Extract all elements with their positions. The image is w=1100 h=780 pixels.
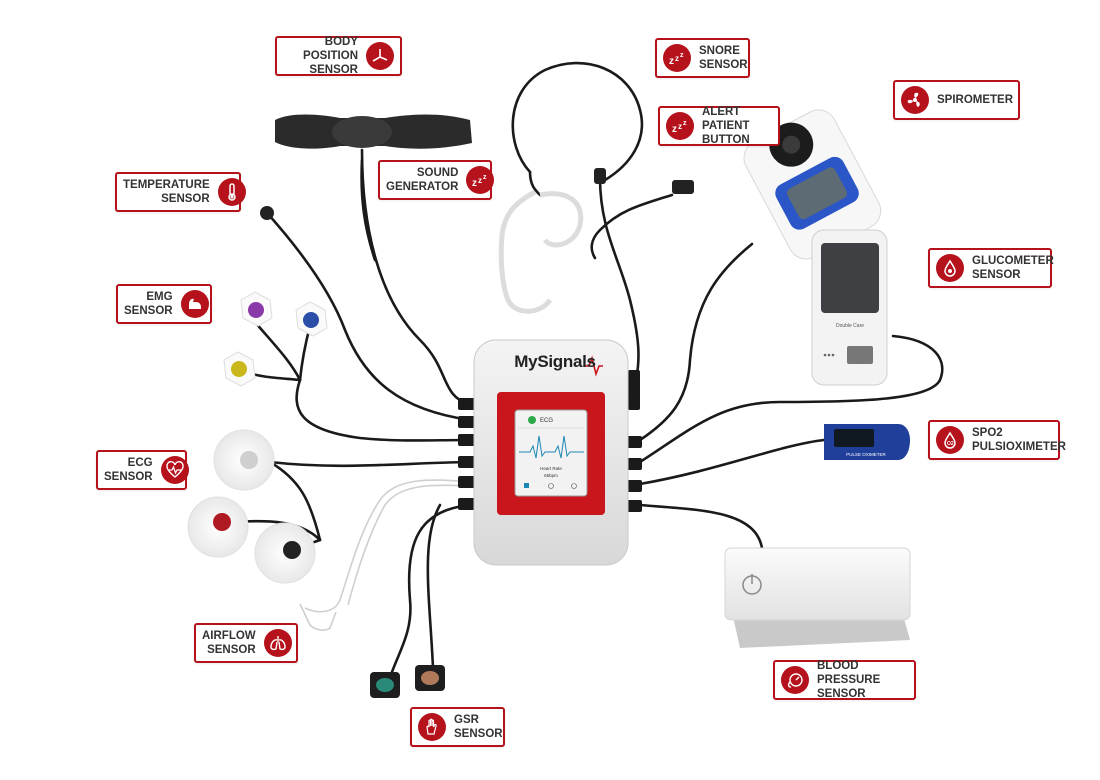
- emg-electrodes: [223, 291, 328, 387]
- svg-text:z: z: [675, 54, 679, 63]
- svg-text:z: z: [672, 124, 677, 135]
- chest-strap: [275, 114, 472, 149]
- svg-text:z: z: [483, 174, 487, 181]
- thermometer-icon: [217, 178, 246, 206]
- heart-ecg-icon: [160, 456, 189, 484]
- fan-icon: [901, 86, 929, 114]
- cable-sound: [360, 158, 377, 262]
- gsr-electrodes: [370, 665, 445, 698]
- svg-text:z: z: [669, 56, 674, 67]
- cable-gsr: [390, 503, 472, 674]
- spo2-device: PULSE OXIMETER: [824, 424, 910, 460]
- svg-text:z: z: [478, 176, 482, 185]
- oximeter-brand: PULSE OXIMETER: [846, 452, 886, 457]
- cable-snore: [598, 176, 640, 382]
- spirometer-device: [743, 109, 882, 260]
- blood-pressure-device: [724, 547, 911, 648]
- ecg-trace: [519, 435, 584, 459]
- arm-muscle-icon: [180, 290, 209, 318]
- cable-bp: [638, 503, 764, 550]
- earpiece-tube: [498, 189, 584, 314]
- cable-ecg: [268, 460, 472, 468]
- temperature-probe: [260, 206, 274, 220]
- cable-throat-loop: [511, 61, 644, 182]
- screen-subtitle: Heart Rate: [540, 466, 562, 471]
- glucometer-device: Double Care: [811, 229, 888, 386]
- cable-glucometer: [638, 334, 944, 464]
- svg-text:z: z: [683, 120, 687, 127]
- svg-text:z: z: [678, 122, 682, 131]
- label-spirometer: SPIROMETER: [893, 80, 1020, 120]
- cable-body-position: [360, 148, 472, 407]
- lungs-icon: [263, 629, 292, 657]
- svg-text:z: z: [680, 52, 684, 59]
- blood-drop-icon: [936, 254, 964, 282]
- airflow-tube: [299, 479, 471, 631]
- gauge-icon: [781, 666, 809, 694]
- ecg-electrodes: [187, 429, 316, 584]
- svg-text:O2: O2: [947, 441, 954, 447]
- axes-icon: [366, 42, 394, 70]
- glucometer-brand: Double Care: [836, 323, 864, 329]
- cable-spirometer: [638, 242, 754, 442]
- cable-alert: [590, 193, 674, 260]
- hand-icon: [418, 713, 446, 741]
- cable-spo2: [638, 438, 826, 486]
- brand-logo: MySignals: [514, 352, 596, 371]
- alert-button: [672, 180, 694, 194]
- o2-drop-icon: O2: [936, 426, 964, 454]
- screen-title: ECG: [540, 418, 553, 424]
- cable-emg: [295, 378, 472, 442]
- brand-pulse-mark: [584, 355, 603, 377]
- svg-text:z: z: [472, 178, 477, 189]
- cable-temperature: [266, 212, 472, 422]
- screen-value: 65bpm: [544, 473, 558, 478]
- mysignals-device: ECG Heart Rate 65bpm: [458, 339, 642, 566]
- throat-mic: [594, 168, 606, 184]
